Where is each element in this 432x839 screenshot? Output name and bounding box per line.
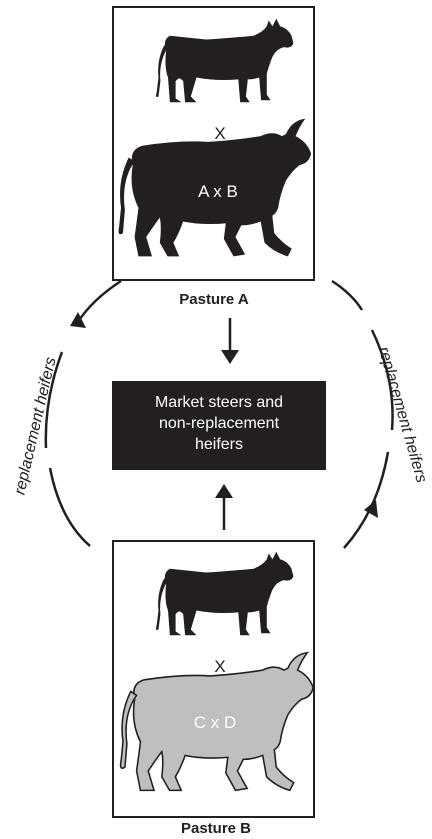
right-replacement-heifers-label: replacement heifers — [375, 345, 430, 485]
right-arc-arrowhead — [364, 500, 378, 518]
cycle-arc-right — [331, 279, 394, 549]
pasture-b-cross-symbol: X — [214, 657, 225, 676]
pasture-a-cross-symbol: X — [214, 124, 225, 143]
pasture-a-bull-label: A x B — [198, 182, 238, 201]
market-box-line-2: non-replacement — [159, 415, 280, 432]
pasture-a-label: Pasture A — [179, 291, 249, 308]
market-box-line-1: Market steers and — [155, 394, 283, 411]
left-arc-arrowhead — [70, 312, 86, 328]
pasture-b-bull-label: C x D — [194, 713, 237, 732]
cycle-arc-left — [44, 279, 122, 547]
arrow-from-pasture-a-head — [221, 350, 239, 364]
pasture-b-label: Pasture B — [181, 820, 251, 837]
cycle-arrowheads — [70, 312, 378, 518]
arrow-from-pasture-b-head — [215, 484, 233, 498]
market-box — [112, 381, 326, 470]
market-box-line-3: heifers — [195, 436, 243, 453]
